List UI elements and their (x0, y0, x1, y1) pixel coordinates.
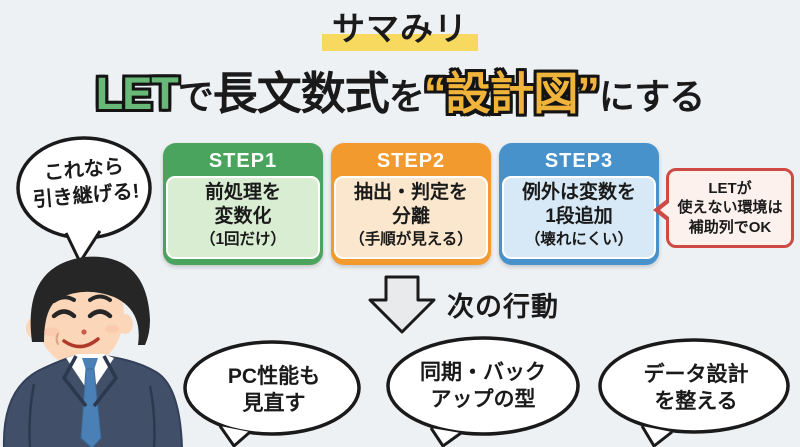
action-bubble-data-design-text: データ設計 を整える (643, 363, 749, 413)
businessman-illustration (2, 256, 183, 447)
action-bubble-backup (386, 336, 580, 447)
step1-body: 前処理を 変数化 （1回だけ） (166, 176, 320, 259)
note-line2: 使えない環境は (677, 199, 783, 217)
action-bubble-pc-text: PC性能も 見直す (227, 365, 321, 415)
title-nisuru: にする (598, 76, 705, 117)
step1-line3: （1回だけ） (199, 230, 287, 248)
intro-speech-bubble (16, 136, 152, 264)
step1-header: STEP1 (208, 150, 278, 172)
step1-line1: 前処理を (204, 182, 281, 203)
action-bubble-pc (183, 340, 361, 447)
steps-row: STEP1 前処理を 変数化 （1回だけ） STEP2 抽出・判定を 分離 （手… (163, 143, 659, 265)
title-de: で (177, 76, 214, 117)
step3-header: STEP3 (544, 150, 614, 172)
step1-box: STEP1 前処理を 変数化 （1回だけ） (163, 143, 323, 265)
down-arrow-icon (368, 275, 436, 334)
badge-wrap: サマみリ (0, 8, 800, 52)
step2-box: STEP2 抽出・判定を 分離 （手順が見える） (331, 143, 491, 265)
title-let: LET (95, 68, 179, 119)
title-blueprint: “設計図” (423, 68, 600, 119)
step3-line3: （壊れにくい） (524, 230, 634, 248)
step2-line3: （手順が見える） (349, 230, 473, 248)
note-line1: LETが (708, 179, 752, 197)
step1-line2: 変数化 (214, 206, 272, 228)
step3-line1: 例外は変数を (521, 182, 636, 203)
step3-box: STEP3 例外は変数を 1段追加 （壊れにくい） (499, 143, 659, 265)
step2-header: STEP2 (376, 150, 446, 172)
next-action-label: 次の行動 (447, 292, 559, 322)
title-wo: を (388, 76, 425, 117)
step2-line1: 抽出・判定を (353, 182, 468, 203)
action-bubble-backup-text: 同期・バック アップの型 (420, 361, 546, 411)
step3-body: 例外は変数を 1段追加 （壊れにくい） (502, 176, 656, 259)
step3-line2: 1段追加 (545, 206, 613, 228)
summary-badge: サマみリ (322, 8, 478, 52)
title-chobun: 長文数式 (212, 68, 390, 119)
action-bubble-data-design (598, 338, 790, 447)
page-title: LETで長文数式を“設計図”にする (0, 57, 800, 122)
note-line3: 補助列でOK (688, 218, 772, 236)
step2-body: 抽出・判定を 分離 （手順が見える） (334, 176, 488, 259)
step2-line2: 分離 (391, 206, 430, 228)
let-fallback-note: LETが 使えない環境は 補助列でOK (653, 168, 794, 248)
